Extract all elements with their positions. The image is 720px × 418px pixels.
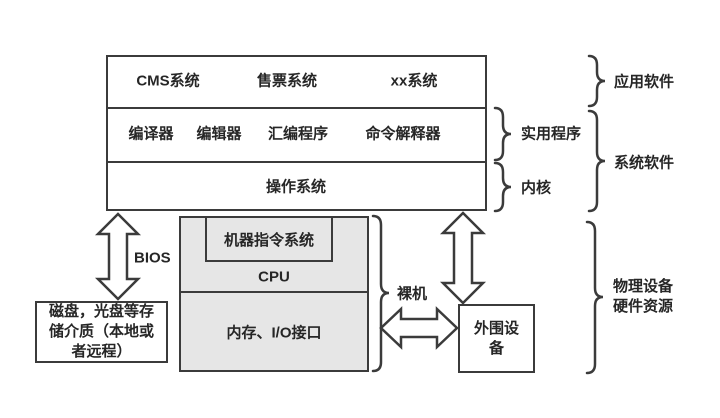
peripheral-box: 外围设 备: [458, 304, 535, 373]
utility-item-assembler: 汇编程序: [267, 125, 329, 143]
physical-hardware-label: 物理设备 硬件资源: [613, 277, 673, 317]
cpu-block: 机器指令系统 CPU 内存、I/O接口: [179, 216, 369, 372]
peripheral-label-line1: 外围设: [473, 319, 519, 337]
brace-system-software: [587, 109, 606, 213]
os-label: 操作系统: [265, 178, 327, 196]
app-item-xx: xx系统: [390, 72, 438, 90]
storage-label-line3: 者远程）: [71, 343, 132, 360]
cpu-label: CPU: [258, 268, 290, 286]
row-divider-1: [108, 107, 485, 109]
app-item-cms: CMS系统: [136, 72, 200, 90]
storage-box: 磁盘，光盘等存 储介质（本地或 者远程）: [35, 301, 168, 363]
peripheral-label: 外围设 备: [474, 319, 519, 359]
brace-physical-hardware: [585, 220, 604, 375]
storage-label-line2: 储介质（本地或: [48, 323, 154, 340]
brace-bare-machine: [371, 214, 390, 373]
utility-programs-label: 实用程序: [521, 125, 582, 143]
utility-item-shell: 命令解释器: [365, 125, 441, 143]
utility-item-compiler: 编译器: [128, 125, 174, 143]
brace-application-software: [587, 54, 606, 108]
bios-label: BIOS: [134, 249, 171, 267]
memory-peripheral-double-arrow-icon: [379, 306, 459, 350]
row-divider-2: [108, 161, 485, 163]
kernel-label: 内核: [521, 179, 552, 197]
bare-machine-label: 裸机: [397, 285, 428, 303]
storage-label-line1: 磁盘，光盘等存: [48, 303, 154, 320]
cpu-memory-divider: [181, 291, 367, 293]
application-software-label: 应用软件: [614, 73, 675, 91]
brace-kernel: [493, 161, 512, 213]
instruction-set-box: 机器指令系统: [205, 216, 333, 262]
physical-hardware-label-line1: 物理设备: [613, 278, 674, 295]
bios-double-arrow-icon: [94, 212, 142, 301]
memory-io-label: 内存、I/O接口: [226, 324, 322, 342]
instruction-set-label: 机器指令系统: [223, 231, 314, 249]
physical-hardware-label-line2: 硬件资源: [613, 298, 674, 315]
system-software-label: 系统软件: [614, 154, 675, 172]
app-item-ticketing: 售票系统: [256, 72, 318, 90]
utility-item-editor: 编辑器: [196, 125, 242, 143]
storage-label: 磁盘，光盘等存 储介质（本地或 者远程）: [49, 302, 154, 362]
peripheral-vertical-double-arrow-icon: [439, 211, 487, 305]
brace-utility-programs: [493, 106, 512, 162]
software-stack-box: CMS系统 售票系统 xx系统 编译器 编辑器 汇编程序 命令解释器 操作系统: [106, 55, 487, 211]
peripheral-label-line2: 备: [488, 339, 504, 357]
